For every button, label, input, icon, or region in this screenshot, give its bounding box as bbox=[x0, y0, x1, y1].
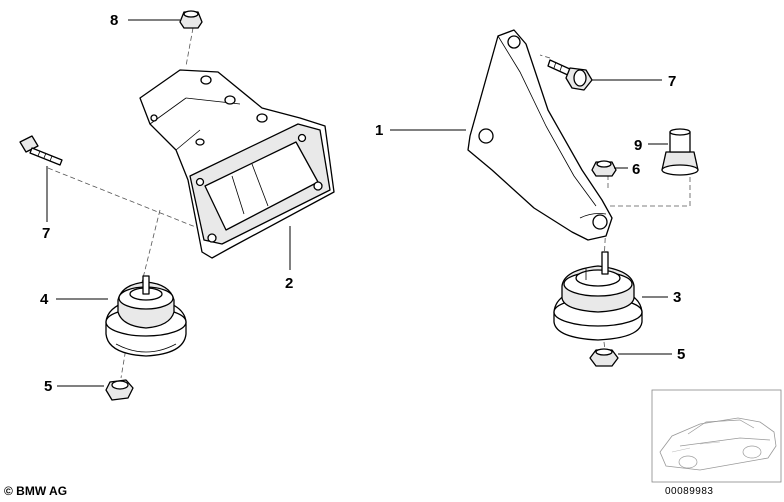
callout-5-left: 5 bbox=[44, 378, 52, 395]
nut-5-right bbox=[589, 348, 619, 367]
document-number: 00089983 bbox=[665, 486, 714, 497]
leader-lines bbox=[46, 19, 672, 387]
callout-7-right: 7 bbox=[668, 73, 676, 90]
copyright-label: © BMW AG bbox=[4, 484, 68, 498]
nut-6 bbox=[591, 160, 617, 177]
engine-mount-4 bbox=[105, 275, 187, 357]
callout-3: 3 bbox=[673, 289, 681, 306]
callout-2: 2 bbox=[285, 275, 293, 292]
nut-5-left bbox=[105, 379, 134, 401]
callout-1: 1 bbox=[375, 122, 383, 139]
callout-9: 9 bbox=[634, 137, 642, 154]
callout-6: 6 bbox=[632, 161, 640, 178]
rubber-stop-9 bbox=[661, 128, 699, 176]
vehicle-thumbnail bbox=[651, 389, 782, 483]
callout-8: 8 bbox=[110, 12, 118, 29]
engine-bracket-1 bbox=[467, 29, 613, 241]
callout-labels: 8 7 4 5 2 1 7 9 6 3 5 bbox=[40, 12, 685, 395]
engine-mount-3 bbox=[553, 251, 643, 341]
engine-support-bracket-2 bbox=[139, 69, 335, 259]
nut-8 bbox=[179, 10, 203, 29]
bolt-7-right bbox=[547, 59, 593, 91]
bolt-7-left bbox=[19, 135, 63, 166]
callout-5-right: 5 bbox=[677, 346, 685, 363]
callout-7-left: 7 bbox=[42, 225, 50, 242]
callout-4: 4 bbox=[40, 291, 49, 308]
